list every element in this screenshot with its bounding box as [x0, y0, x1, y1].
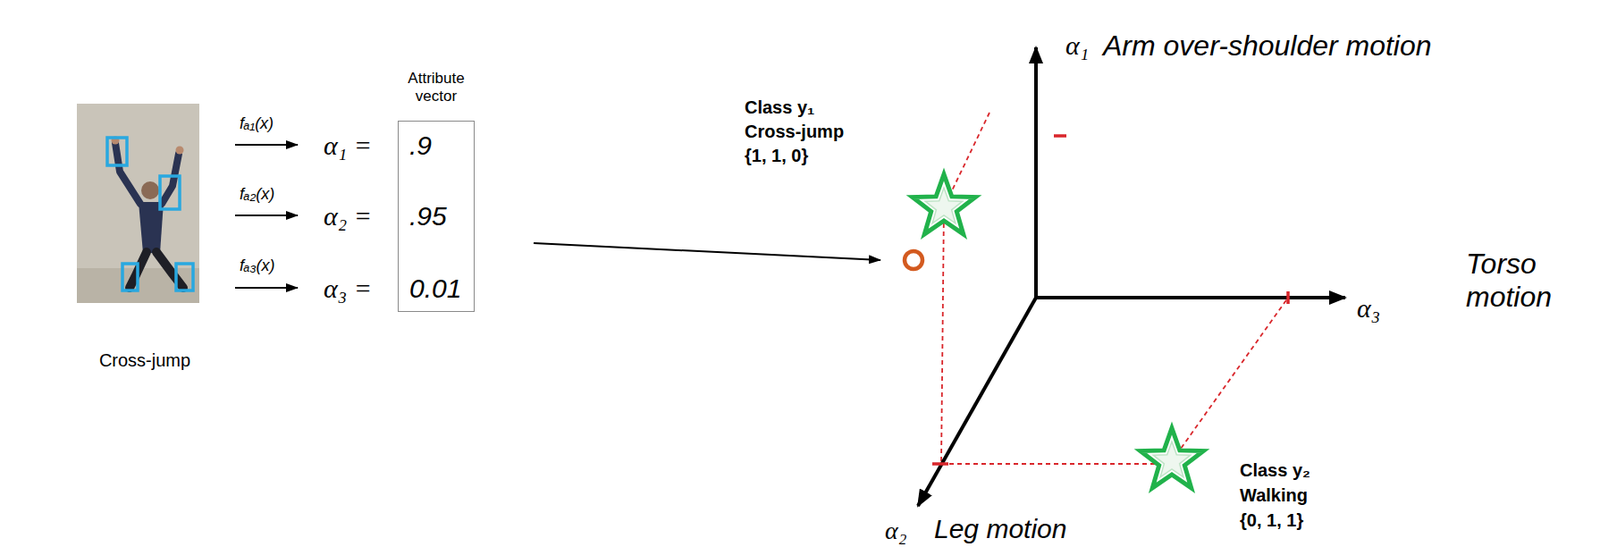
attribute-symbol: α₂ = — [323, 201, 372, 233]
axis-name: Leg motion — [934, 513, 1067, 546]
attribute-symbol: α₁ = — [323, 130, 372, 162]
projection-line — [941, 463, 1172, 465]
class-star — [912, 174, 976, 235]
class-label: Walking — [1239, 485, 1308, 506]
photo — [76, 103, 200, 304]
axis-name: Torso motion — [1465, 247, 1578, 314]
photo-caption: Cross-jump — [99, 350, 191, 371]
axis-name: Arm over-shoulder motion — [1103, 29, 1432, 63]
part-box — [107, 137, 127, 166]
class-star — [1140, 428, 1204, 489]
attribute-value: .9 — [409, 130, 432, 162]
attribute-value: 0.01 — [409, 273, 462, 305]
classifier-arrow — [235, 143, 298, 146]
projection-line — [1171, 297, 1289, 462]
sample-point — [904, 251, 923, 270]
class-star-inner — [925, 187, 963, 224]
class-label: Class y₁ — [744, 97, 815, 118]
figure-arm — [161, 153, 179, 204]
attribute-symbol: α₃ = — [323, 273, 372, 305]
box-heading: Attribute vector — [391, 69, 481, 107]
attribute-vector-box: Attribute vector.9.950.01 — [397, 120, 475, 312]
part-box — [122, 263, 138, 291]
tick-mark — [1053, 134, 1067, 138]
axis-symbol: α₃ — [1356, 293, 1381, 325]
part-box — [160, 176, 180, 210]
axis — [1034, 47, 1038, 298]
figure-head — [141, 181, 160, 200]
class-signature: {1, 1, 0} — [744, 145, 809, 167]
axis-symbol: α₂ — [884, 516, 907, 546]
class-stars — [912, 174, 1204, 489]
class-label: Class y₂ — [1239, 460, 1311, 481]
axis — [1034, 295, 1346, 300]
class-label: Cross-jump — [744, 121, 844, 143]
figure-leg — [156, 252, 184, 288]
tick-mark — [1286, 291, 1290, 304]
part-box — [176, 263, 194, 291]
classifier-name: fₐ₁(x) — [239, 114, 274, 134]
attribute-value: .95 — [409, 201, 447, 233]
classifier-arrow — [235, 286, 298, 289]
mapping-arrow — [533, 243, 881, 261]
figure-hand — [176, 146, 185, 155]
photo-background — [76, 103, 200, 304]
class-signature: {0, 1, 1} — [1239, 510, 1304, 531]
classifier-name: fₐ₂(x) — [239, 185, 275, 204]
projection-lines — [941, 112, 1289, 464]
tick-mark — [932, 462, 949, 466]
classifier-name: fₐ₃(x) — [239, 256, 276, 276]
class-star-inner — [1153, 441, 1191, 478]
classifier-arrow — [235, 214, 298, 217]
axis — [917, 297, 1036, 506]
axis-symbol: α₁ — [1065, 30, 1089, 62]
projection-line — [941, 207, 944, 464]
